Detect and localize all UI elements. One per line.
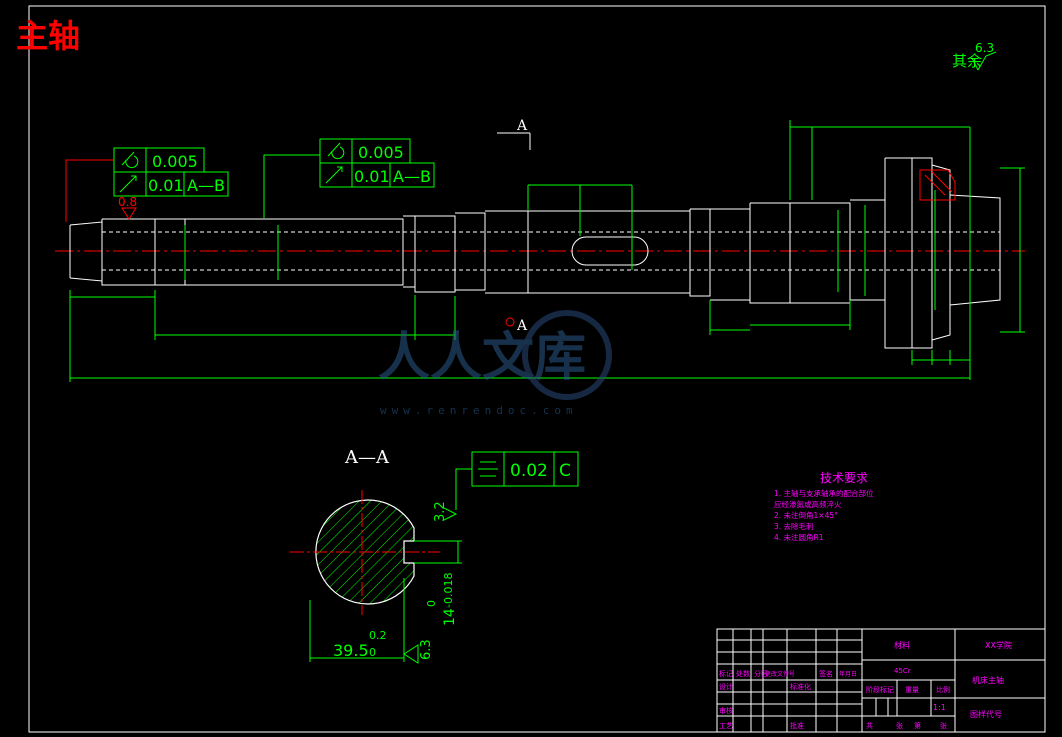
tb-material-label: 材料	[894, 640, 910, 650]
tb-scale-label: 比例	[936, 685, 950, 694]
dimension-lines	[69, 120, 1025, 382]
tech-req-item-4: 3. 去除毛刺	[774, 521, 814, 531]
watermark-url: www.renrendoc.com	[380, 404, 578, 417]
section-letter-top: A	[516, 118, 528, 134]
tolerance-frame-left: 0.005 0.01 A—B	[65, 147, 229, 222]
tol-right-cylindricity: 0.005	[358, 143, 404, 162]
tol-right-datum: A—B	[393, 167, 431, 186]
tb-weight-label: 重量	[905, 686, 919, 694]
section-marker-top: A	[497, 118, 531, 150]
section-dimensions: 39.5 0.2 0 14 0 -0.018 3.2 6.3	[309, 501, 462, 664]
tech-req-item-2: 应经渗氮或高频淬火	[774, 499, 842, 509]
tb-sheet-4: 张	[940, 721, 947, 730]
tb-approve-label: 批准	[790, 721, 804, 730]
left-roughness-value: 0.8	[118, 195, 137, 209]
title-block-text: 材料 45Cr XX学院 机床主轴 图样代号 标记 处数 分区 更改文件号 签名…	[719, 640, 1012, 730]
tb-row-label-6: 年月日	[839, 670, 857, 678]
tol-right-runout: 0.01	[354, 167, 390, 186]
drawing-border	[28, 5, 1046, 733]
flange-section	[919, 169, 956, 201]
tol-left-cylindricity: 0.005	[152, 152, 198, 171]
section-letter-bottom: A	[516, 318, 528, 334]
tb-left-label-1: 设计	[719, 682, 733, 691]
tb-drawing-no-label: 图样代号	[970, 709, 1002, 719]
tb-school: XX学院	[985, 640, 1012, 650]
section-view	[290, 490, 440, 615]
tb-left-label-3: 工艺	[719, 722, 733, 730]
section-marker-bottom: A	[505, 317, 528, 334]
tol-keyway-datum: C	[559, 461, 571, 481]
watermark-text: 人人文库	[378, 327, 586, 388]
tb-row-label-1: 标记	[719, 669, 733, 678]
tb-std-label: 标准化	[790, 682, 811, 691]
tb-part-name: 机床主轴	[972, 675, 1004, 685]
section-roughness-2: 6.3	[419, 639, 434, 660]
tb-sheet-3: 第	[914, 721, 921, 730]
roughness-note-value: 6.3	[975, 41, 994, 55]
keyway-slot	[571, 236, 649, 266]
tb-row-label-5: 签名	[819, 669, 833, 678]
tolerance-frame-right: 0.005 0.01 A—B	[263, 138, 435, 218]
drawing-title: 主轴	[16, 17, 80, 55]
section-width: 14	[442, 608, 458, 626]
tb-sheet-2: 张	[896, 721, 903, 730]
section-depth-lower: 0	[369, 646, 376, 659]
tb-material: 45Cr	[894, 667, 911, 675]
technical-requirements: 技术要求 1. 主轴与支承轴承的配合部位 应经渗氮或高频淬火 2. 未注倒角1×…	[774, 471, 874, 542]
tol-keyway-value: 0.02	[510, 461, 548, 481]
section-width-lower: -0.018	[442, 573, 455, 608]
tol-left-runout: 0.01	[148, 176, 184, 195]
tb-stage-label: 阶段标记	[866, 685, 894, 694]
section-depth: 39.5	[333, 641, 369, 660]
tech-req-item-3: 2. 未注倒角1×45°	[774, 510, 838, 520]
title-block	[716, 628, 1046, 733]
section-title: A—A	[344, 447, 390, 468]
tb-row-label-3: 分区	[754, 669, 768, 678]
tb-scale: 1:1	[933, 703, 946, 712]
watermark: 人人文库 www.renrendoc.com	[378, 310, 612, 417]
tech-req-item-5: 4. 未注圆角R1	[774, 532, 824, 542]
tb-row-label-2: 处数	[736, 669, 750, 678]
tech-req-title: 技术要求	[820, 471, 868, 485]
section-roughness-1: 3.2	[433, 501, 448, 522]
tolerance-frame-keyway: 0.02 C	[455, 451, 579, 510]
section-width-upper: 0	[425, 600, 438, 607]
tech-req-item-1: 1. 主轴与支承轴承的配合部位	[774, 488, 874, 498]
tb-left-label-2: 审核	[719, 706, 733, 715]
section-depth-upper: 0.2	[369, 629, 387, 642]
roughness-note: 其余 6.3	[952, 41, 997, 71]
tol-left-datum: A—B	[187, 176, 225, 195]
tb-row-label-4: 更改文件号	[765, 670, 795, 678]
tb-sheet-1: 共	[866, 721, 873, 730]
roughness-note-prefix: 其余	[952, 52, 982, 70]
shaft-outline	[69, 157, 1001, 349]
